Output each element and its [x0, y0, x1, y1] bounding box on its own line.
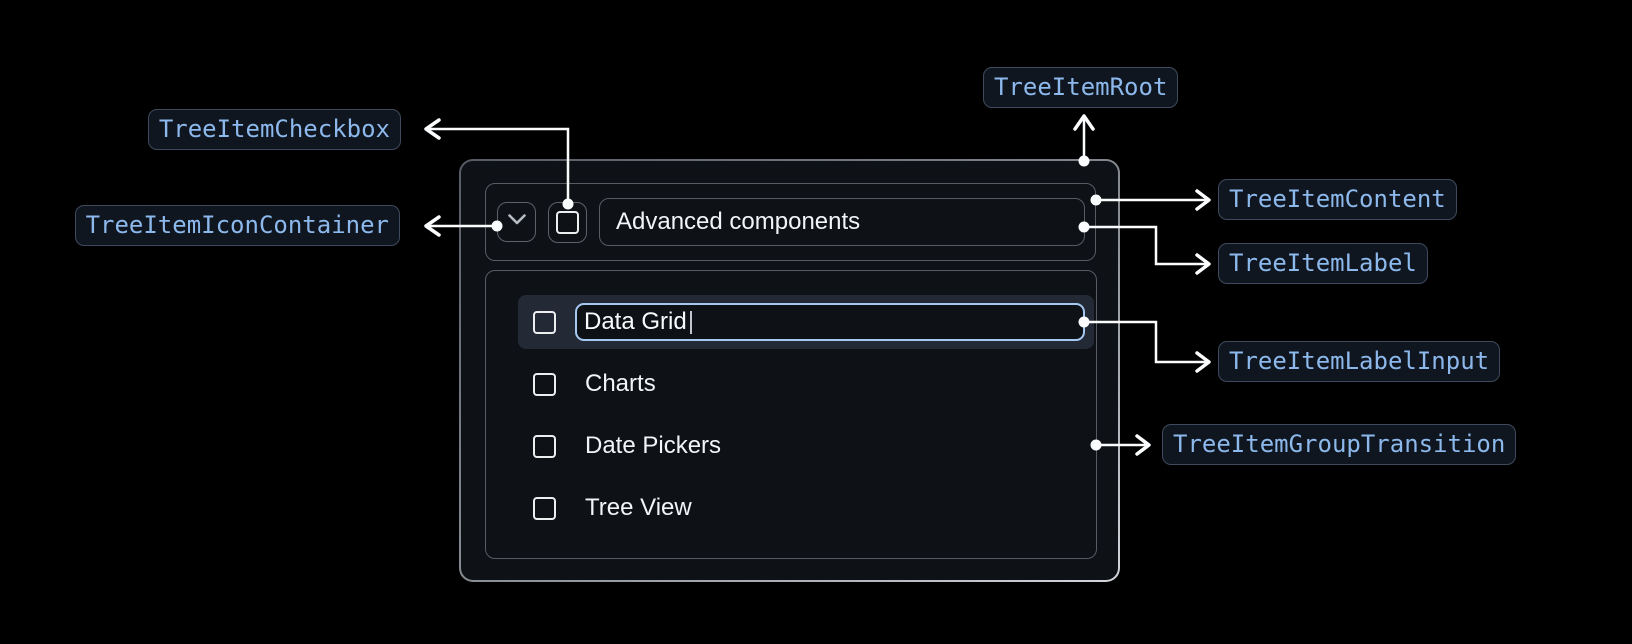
- tree-row-label: Date Pickers: [585, 432, 722, 459]
- label-input-value: Data Grid: [584, 308, 687, 335]
- tree-row-tree-view[interactable]: Tree View: [518, 481, 1094, 535]
- chevron-down-icon: [507, 213, 527, 231]
- badge-tree-item-icon-container: TreeItemIconContainer: [74, 205, 400, 246]
- tree-item-icon-container[interactable]: [497, 202, 536, 242]
- checkbox-unchecked-icon: [556, 210, 579, 234]
- checkbox-unchecked-icon[interactable]: [533, 496, 556, 520]
- badge-tree-item-label: TreeItemLabel: [1218, 243, 1428, 284]
- checkbox-unchecked-icon[interactable]: [533, 372, 556, 396]
- badge-tree-item-checkbox: TreeItemCheckbox: [147, 109, 401, 150]
- tree-row-label: Tree View: [585, 494, 692, 521]
- badge-tree-item-group-transition: TreeItemGroupTransition: [1162, 424, 1517, 465]
- tree-item-content[interactable]: Advanced components: [485, 183, 1096, 261]
- tree-item-label-text: Advanced components: [616, 208, 861, 235]
- tree-row-charts[interactable]: Charts: [518, 357, 1094, 411]
- badge-tree-item-root: TreeItemRoot: [983, 67, 1179, 108]
- tree-item-checkbox[interactable]: [548, 201, 587, 243]
- text-caret: [689, 310, 693, 334]
- tree-item-group-transition: Data Grid Charts Date Pickers Tree View: [485, 270, 1097, 559]
- tree-row-data-grid[interactable]: Data Grid: [518, 295, 1094, 349]
- tree-row-date-pickers[interactable]: Date Pickers: [518, 419, 1094, 473]
- tree-item-label-input[interactable]: Data Grid: [575, 303, 1085, 341]
- checkbox-unchecked-icon[interactable]: [533, 310, 556, 334]
- badge-tree-item-content: TreeItemContent: [1218, 179, 1457, 220]
- badge-tree-item-label-input: TreeItemLabelInput: [1218, 341, 1501, 382]
- tree-row-label: Charts: [585, 370, 656, 397]
- tree-item-root: Advanced components Data Grid Charts Dat…: [459, 159, 1120, 582]
- checkbox-unchecked-icon[interactable]: [533, 434, 556, 458]
- tree-item-label[interactable]: Advanced components: [599, 198, 1085, 246]
